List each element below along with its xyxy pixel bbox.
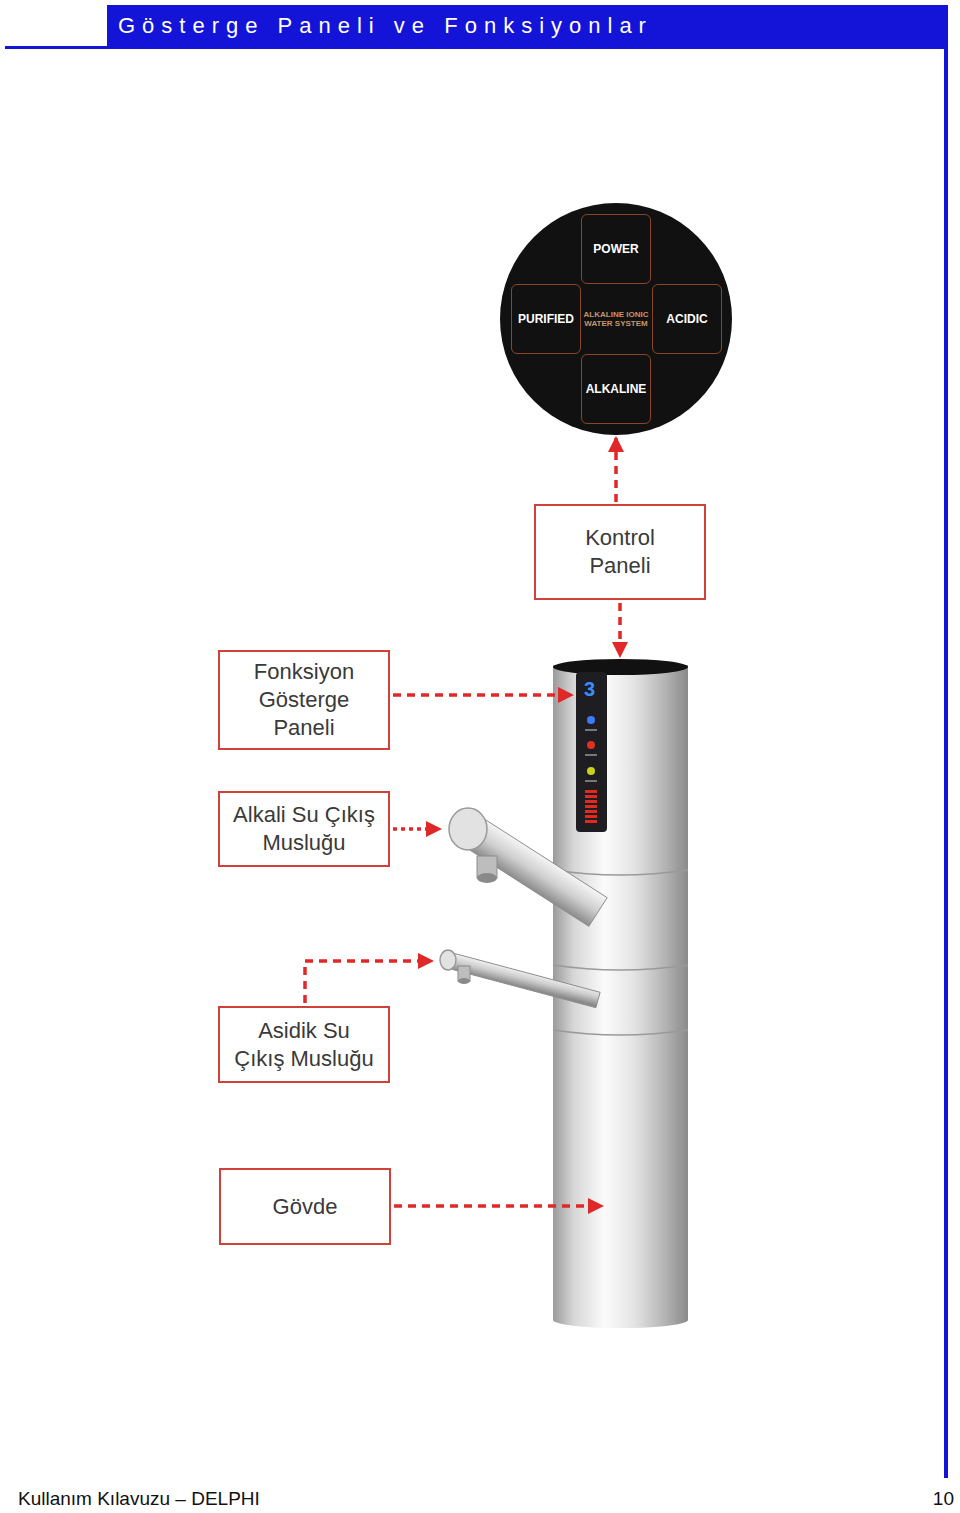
callout-box: Asidik Su Çıkış Musluğu bbox=[218, 1006, 390, 1083]
callout-text: Fonksiyon Gösterge Paneli bbox=[254, 658, 355, 742]
indicator-mark bbox=[585, 780, 597, 782]
callout-box: Fonksiyon Gösterge Paneli bbox=[218, 650, 390, 750]
footer-text: Kullanım Kılavuzu – DELPHI bbox=[18, 1488, 260, 1510]
callout-box: Kontrol Paneli bbox=[534, 504, 706, 600]
panel-brand-text: ALKALINE IONIC WATER SYSTEM bbox=[582, 284, 650, 354]
panel-button: ACIDIC bbox=[652, 284, 722, 354]
callout-box: Alkali Su Çıkış Musluğu bbox=[218, 791, 390, 867]
indicator-led bbox=[587, 716, 595, 724]
callout-text: Kontrol Paneli bbox=[585, 524, 656, 580]
callout-text: Asidik Su Çıkış Musluğu bbox=[233, 1017, 375, 1073]
spout-nozzle-tip bbox=[477, 873, 497, 883]
body-seam bbox=[553, 870, 688, 875]
level-bars bbox=[585, 790, 597, 823]
control-panel-circle: ALKALINE IONIC WATER SYSTEM POWER PURIFIED… bbox=[500, 203, 732, 435]
page-number: 10 bbox=[933, 1488, 954, 1510]
display-strip bbox=[576, 672, 607, 832]
button-label: ACIDIC bbox=[666, 312, 707, 326]
page-title: Gösterge Paneli ve Fonksiyonlar bbox=[118, 13, 653, 39]
device-top bbox=[553, 659, 688, 675]
button-label: ALKALINE bbox=[586, 382, 647, 396]
indicator-mark bbox=[585, 754, 597, 756]
header-rule bbox=[5, 46, 948, 49]
leader-line bbox=[618, 603, 622, 644]
body-seam bbox=[553, 965, 688, 970]
spout-cap bbox=[440, 950, 456, 970]
side-rule bbox=[944, 5, 948, 1478]
panel-button: POWER bbox=[581, 214, 651, 284]
callout-box: Gövde bbox=[219, 1168, 391, 1245]
acidic-spout bbox=[446, 952, 600, 1007]
panel-button: PURIFIED bbox=[511, 284, 581, 354]
leader-line bbox=[393, 693, 560, 697]
display-digit: 3 bbox=[584, 678, 595, 701]
device-base bbox=[553, 1312, 688, 1328]
header-bar bbox=[107, 5, 948, 48]
body-seam bbox=[553, 1030, 688, 1035]
leader-line bbox=[393, 827, 428, 831]
leader-line bbox=[305, 961, 420, 1003]
button-label: PURIFIED bbox=[518, 312, 574, 326]
panel-button: ALKALINE bbox=[581, 354, 651, 424]
spout-nozzle-tip bbox=[458, 978, 470, 984]
indicator-led bbox=[587, 741, 595, 749]
dashed-arrow bbox=[614, 438, 618, 502]
callout-text: Alkali Su Çıkış Musluğu bbox=[233, 801, 375, 857]
spout-cap bbox=[449, 808, 487, 850]
button-label: POWER bbox=[593, 242, 638, 256]
indicator-mark bbox=[585, 729, 597, 731]
indicator-led bbox=[587, 767, 595, 775]
callout-text: Gövde bbox=[272, 1193, 338, 1221]
leader-line bbox=[394, 1204, 590, 1208]
